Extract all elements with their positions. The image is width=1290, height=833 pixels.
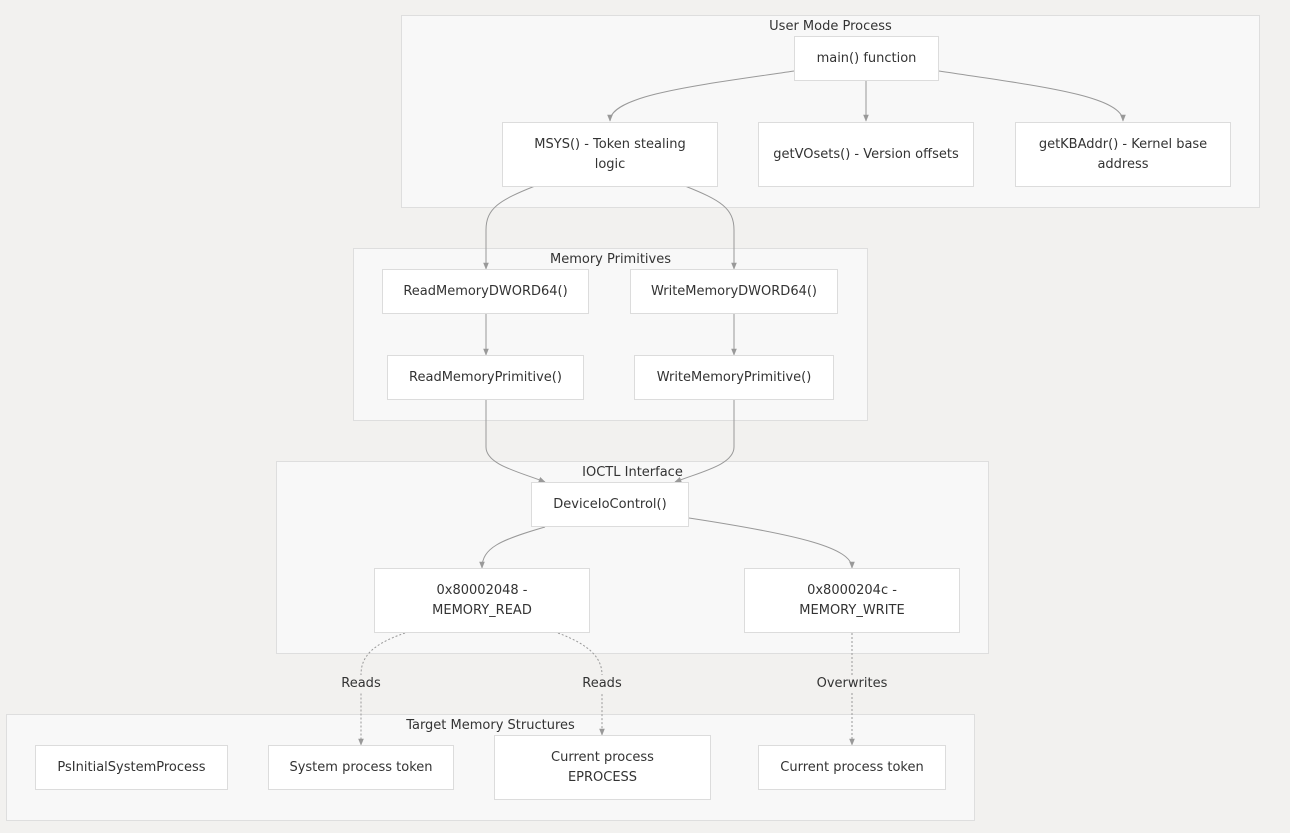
read-memory-primitive-node[interactable]: ReadMemoryPrimitive(): [387, 355, 584, 400]
memory-read-ioctl-node[interactable]: 0x80002048 - MEMORY_READ: [374, 568, 590, 633]
write-memory-dword64-node[interactable]: WriteMemoryDWORD64(): [630, 269, 838, 314]
cluster-title: Target Memory Structures: [406, 718, 575, 733]
memory-write-ioctl-node[interactable]: 0x8000204c - MEMORY_WRITE: [744, 568, 960, 633]
cluster-title: IOCTL Interface: [582, 465, 683, 480]
edge-label-reads: Reads: [339, 675, 383, 693]
current-process-eprocess-node[interactable]: Current process EPROCESS: [494, 735, 711, 800]
msys-node[interactable]: MSYS() - Token stealing logic: [502, 122, 718, 187]
read-memory-dword64-node[interactable]: ReadMemoryDWORD64(): [382, 269, 589, 314]
getkbaddr-node[interactable]: getKBAddr() - Kernel base address: [1015, 122, 1231, 187]
cluster-title: User Mode Process: [769, 19, 892, 34]
main-function-node[interactable]: main() function: [794, 36, 939, 81]
system-process-token-node[interactable]: System process token: [268, 745, 454, 790]
getvosets-node[interactable]: getVOsets() - Version offsets: [758, 122, 974, 187]
device-io-control-node[interactable]: DeviceIoControl(): [531, 482, 689, 527]
edge-label-reads: Reads: [580, 675, 624, 693]
ps-initial-system-process-node[interactable]: PsInitialSystemProcess: [35, 745, 228, 790]
current-process-token-node[interactable]: Current process token: [758, 745, 946, 790]
cluster-title: Memory Primitives: [549, 252, 672, 267]
write-memory-primitive-node[interactable]: WriteMemoryPrimitive(): [634, 355, 834, 400]
edge-label-overwrites: Overwrites: [814, 675, 890, 693]
